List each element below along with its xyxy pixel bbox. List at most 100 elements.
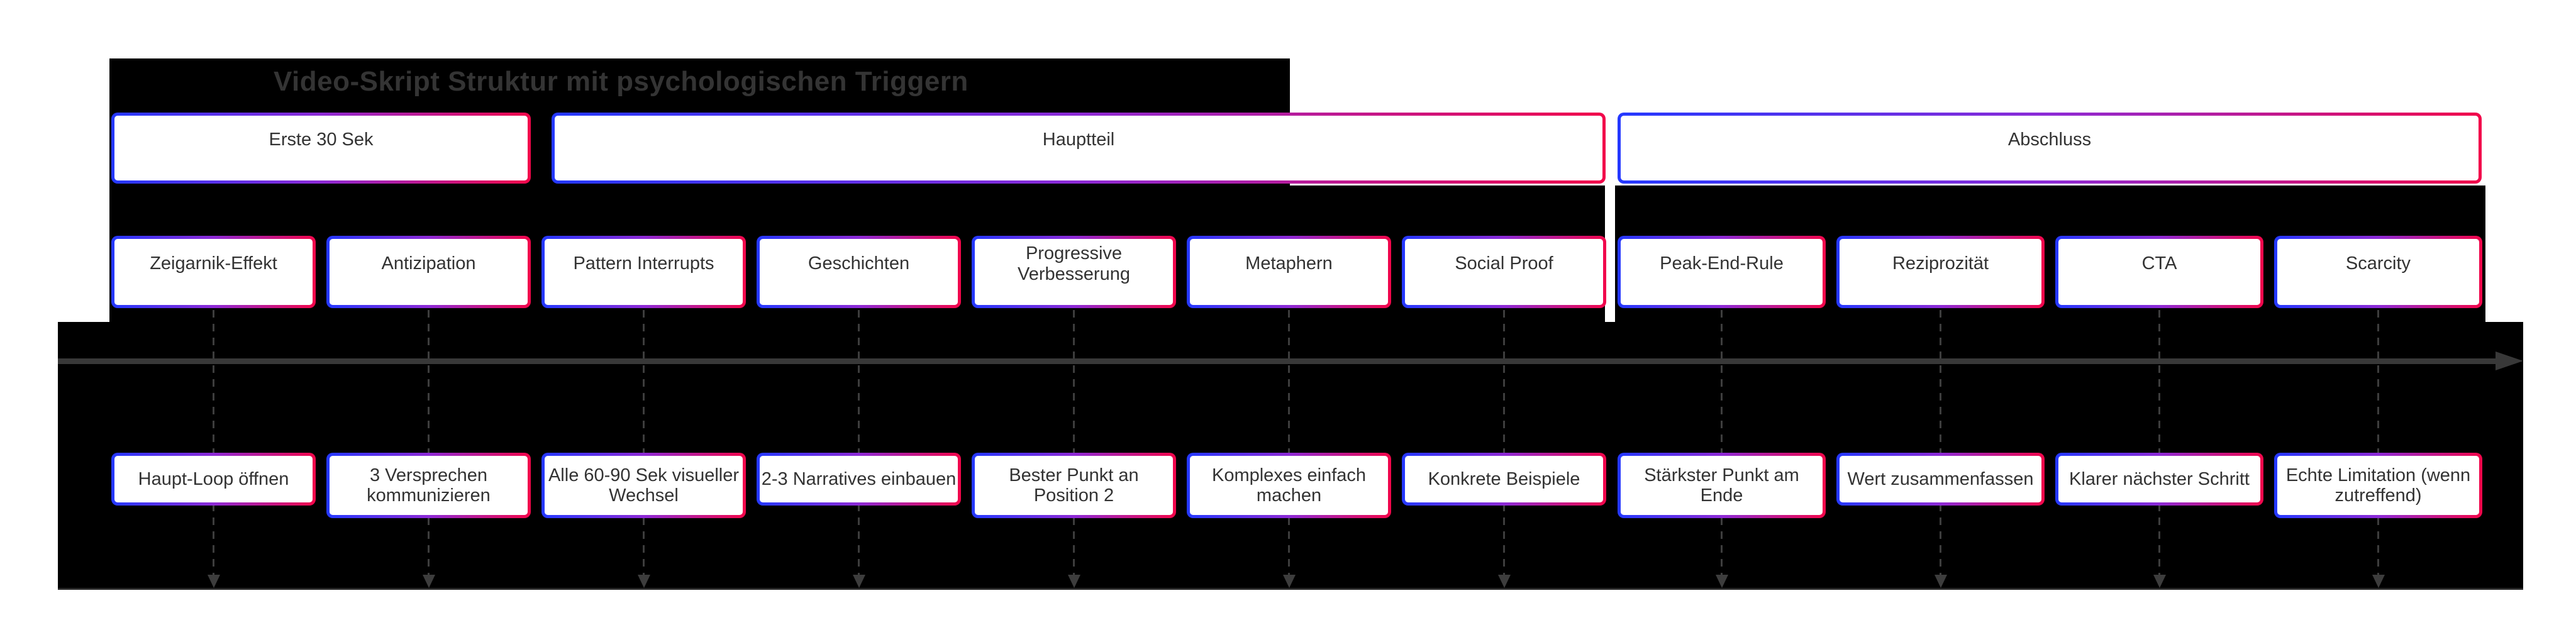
trigger-box: Antizipation xyxy=(326,236,531,308)
trigger-box-label: Social Proof xyxy=(1455,253,1553,274)
trigger-box-body: CTA xyxy=(2058,239,2260,305)
action-box-body: Komplexes einfach machen xyxy=(1190,456,1388,515)
dashed-connector xyxy=(428,310,430,575)
action-box: 3 Versprechen kommunizieren xyxy=(326,453,531,518)
action-box: Wert zusammenfassen xyxy=(1836,453,2045,506)
connector-arrow-icon xyxy=(637,575,650,588)
action-box-body: Klarer nächster Schritt xyxy=(2058,456,2260,502)
action-box: Bester Punkt an Position 2 xyxy=(972,453,1176,518)
trigger-box-body: Geschichten xyxy=(760,239,958,305)
trigger-box-label: Peak-End-Rule xyxy=(1660,253,1784,274)
section-box-body: Abschluss xyxy=(1621,116,2479,180)
action-box-label: 2-3 Narratives einbauen xyxy=(761,468,957,489)
trigger-box-label: Antizipation xyxy=(381,253,476,274)
connector-arrow-icon xyxy=(2153,575,2166,588)
section-box-label: Erste 30 Sek xyxy=(269,130,374,150)
action-box: Alle 60-90 Sek visueller Wechsel xyxy=(541,453,746,518)
trigger-box-body: Pattern Interrupts xyxy=(545,239,743,305)
trigger-box-label: Metaphern xyxy=(1245,253,1333,274)
trigger-box: Social Proof xyxy=(1402,236,1606,308)
trigger-box-body: Scarcity xyxy=(2277,239,2479,305)
action-box-body: Wert zusammenfassen xyxy=(1840,456,2041,502)
connector-arrow-icon xyxy=(1282,575,1296,588)
trigger-box: Peak-End-Rule xyxy=(1618,236,1826,308)
connector-arrow-icon xyxy=(207,575,220,588)
action-box: Komplexes einfach machen xyxy=(1187,453,1391,518)
dashed-connector xyxy=(1288,310,1290,575)
dashed-connector xyxy=(643,310,645,575)
trigger-box: Reziprozität xyxy=(1836,236,2045,308)
dashed-connector xyxy=(1940,310,1941,575)
connector-arrow-icon xyxy=(852,575,865,588)
action-box-body: Konkrete Beispiele xyxy=(1405,456,1603,502)
connector-arrow-icon xyxy=(1497,575,1511,588)
action-box-label: Komplexes einfach machen xyxy=(1211,465,1367,506)
action-box-body: 3 Versprechen kommunizieren xyxy=(330,456,528,515)
section-box: Hauptteil xyxy=(552,113,1606,184)
action-box: Konkrete Beispiele xyxy=(1402,453,1606,506)
action-box-label: Bester Punkt an Position 2 xyxy=(1009,465,1139,506)
action-box-label: Echte Limitation (wenn zutreffend) xyxy=(2285,465,2471,506)
trigger-box-body: Metaphern xyxy=(1190,239,1388,305)
trigger-box: Geschichten xyxy=(757,236,961,308)
trigger-box-body: Progressive Verbesserung xyxy=(975,239,1173,305)
dashed-connector xyxy=(2377,310,2379,575)
section-box: Abschluss xyxy=(1618,113,2482,184)
connector-arrow-icon xyxy=(1715,575,1728,588)
action-box-label: 3 Versprechen kommunizieren xyxy=(367,465,491,506)
trigger-box-body: Antizipation xyxy=(330,239,528,305)
action-box-label: Konkrete Beispiele xyxy=(1428,468,1580,489)
dashed-connector xyxy=(1503,310,1505,575)
trigger-box-label: Scarcity xyxy=(2345,253,2411,274)
action-box-body: Alle 60-90 Sek visueller Wechsel xyxy=(545,456,743,515)
action-box-body: Stärkster Punkt am Ende xyxy=(1621,456,1823,515)
timeline-axis xyxy=(58,358,2497,364)
trigger-box-body: Reziprozität xyxy=(1840,239,2041,305)
trigger-box: Pattern Interrupts xyxy=(541,236,746,308)
trigger-box-label: Zeigarnik-Effekt xyxy=(150,253,277,274)
trigger-box-label: Progressive Verbesserung xyxy=(1018,243,1130,284)
connector-arrow-icon xyxy=(422,575,435,588)
dashed-connector xyxy=(858,310,860,575)
dashed-connector xyxy=(1721,310,1723,575)
trigger-box-body: Zeigarnik-Effekt xyxy=(114,239,313,305)
connector-arrow-icon xyxy=(1067,575,1080,588)
trigger-box-body: Social Proof xyxy=(1405,239,1603,305)
trigger-box: Zeigarnik-Effekt xyxy=(111,236,316,308)
action-box: Stärkster Punkt am Ende xyxy=(1618,453,1826,518)
section-box-label: Abschluss xyxy=(2007,130,2092,150)
action-box-body: Echte Limitation (wenn zutreffend) xyxy=(2277,456,2479,515)
dashed-connector xyxy=(1073,310,1075,575)
trigger-box: CTA xyxy=(2055,236,2263,308)
action-box-label: Haupt-Loop öffnen xyxy=(138,468,289,489)
trigger-box-body: Peak-End-Rule xyxy=(1621,239,1823,305)
trigger-box-label: Reziprozität xyxy=(1892,253,1989,274)
action-box: Echte Limitation (wenn zutreffend) xyxy=(2274,453,2482,518)
action-box-body: Bester Punkt an Position 2 xyxy=(975,456,1173,515)
dashed-connector xyxy=(2158,310,2160,575)
section-box-body: Hauptteil xyxy=(555,116,1602,180)
trigger-box-label: CTA xyxy=(2141,253,2177,274)
trigger-box-label: Geschichten xyxy=(808,253,910,274)
action-box: 2-3 Narratives einbauen xyxy=(757,453,961,506)
connector-arrow-icon xyxy=(2372,575,2385,588)
action-box-body: 2-3 Narratives einbauen xyxy=(760,456,958,502)
diagram-title: Video-Skript Struktur mit psychologische… xyxy=(274,66,969,97)
trigger-box-label: Pattern Interrupts xyxy=(573,253,714,274)
action-box-label: Alle 60-90 Sek visueller Wechsel xyxy=(548,465,740,506)
connector-arrow-icon xyxy=(1934,575,1947,588)
action-box-label: Wert zusammenfassen xyxy=(1847,468,2034,489)
section-box-body: Erste 30 Sek xyxy=(114,116,528,180)
trigger-box: Progressive Verbesserung xyxy=(972,236,1176,308)
action-box-label: Stärkster Punkt am Ende xyxy=(1644,465,1799,506)
dashed-connector xyxy=(213,310,214,575)
trigger-box: Metaphern xyxy=(1187,236,1391,308)
section-box-label: Hauptteil xyxy=(1042,130,1115,150)
action-box-body: Haupt-Loop öffnen xyxy=(114,456,313,502)
timeline-arrowhead-icon xyxy=(2496,351,2523,370)
trigger-box: Scarcity xyxy=(2274,236,2482,308)
action-box: Haupt-Loop öffnen xyxy=(111,453,316,506)
action-box: Klarer nächster Schritt xyxy=(2055,453,2263,506)
action-box-label: Klarer nächster Schritt xyxy=(2069,468,2250,489)
